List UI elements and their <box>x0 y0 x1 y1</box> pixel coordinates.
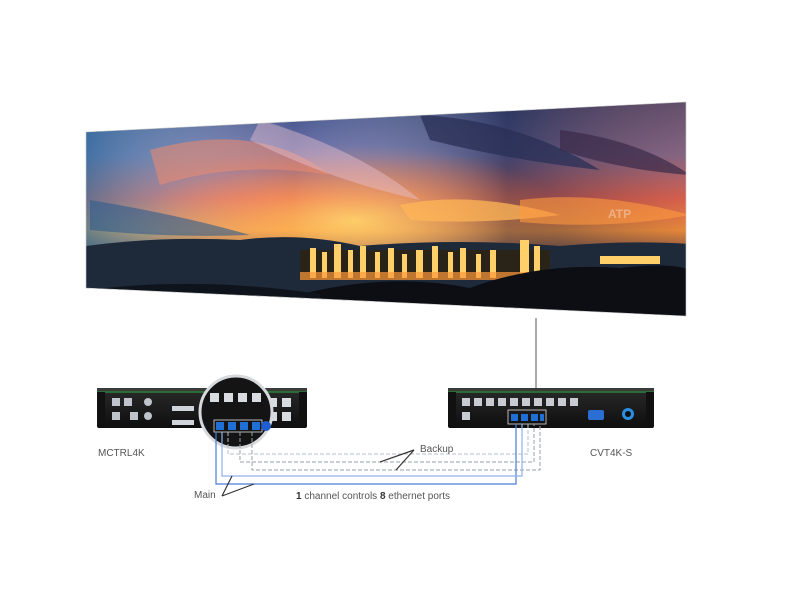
cvt4k-s-label: CVT4K-S <box>590 448 633 459</box>
backup-cables <box>227 424 541 471</box>
main-pointer <box>221 475 255 497</box>
caption-number-ports: 8 <box>379 491 386 502</box>
main-label: Main <box>194 490 216 501</box>
watermark-text: ATP <box>608 207 631 221</box>
backup-pointer <box>379 449 415 471</box>
led-screen-image: ATP <box>85 101 687 317</box>
cvt4k-s-device <box>448 388 654 428</box>
caption-number-channels: 1 <box>296 491 302 502</box>
caption: 1 channel controls 8 ethernet ports <box>296 491 450 502</box>
backup-label: Backup <box>420 444 454 455</box>
main-cables <box>215 424 523 485</box>
caption-text-2: ethernet ports <box>385 491 450 502</box>
mctrl4k-label: MCTRL4K <box>98 448 145 459</box>
port-magnifier <box>198 374 274 450</box>
caption-text-1: channel controls <box>301 491 380 502</box>
